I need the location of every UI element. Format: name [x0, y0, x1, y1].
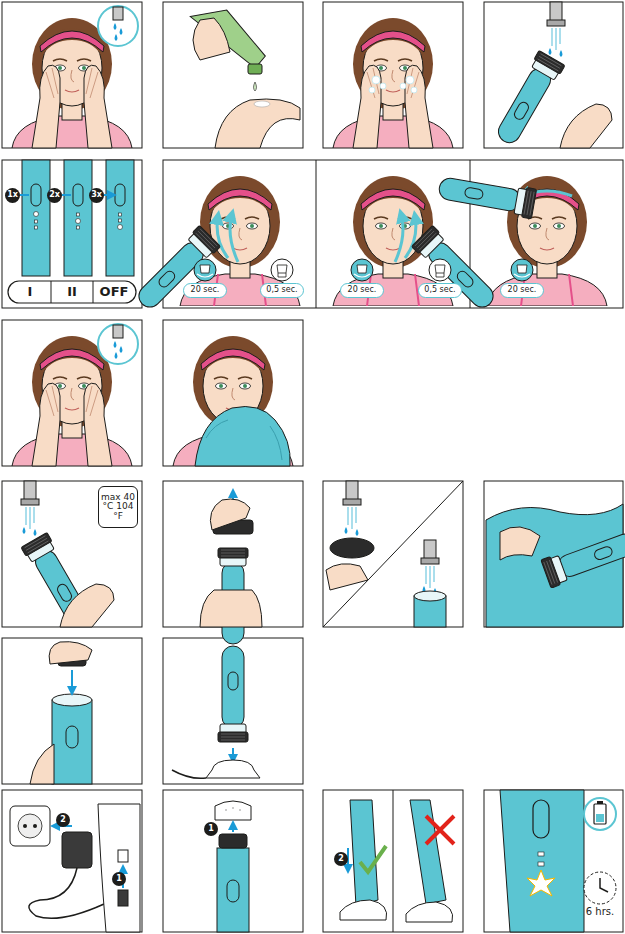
- temperature-box: max 40 °C 104 °F: [98, 486, 138, 528]
- node-text: 2: [60, 816, 66, 824]
- duration-label: 6 hrs.: [572, 906, 625, 917]
- callout-number: 2: [56, 813, 70, 827]
- callout-number: 1x: [5, 188, 20, 203]
- callout-number: 3x: [89, 188, 104, 203]
- node-text: max 40 °C 104 °F: [100, 493, 136, 521]
- time-pill: 0,5 sec.: [418, 283, 462, 298]
- time-pill: 20 sec.: [500, 283, 544, 298]
- callout-number: 1: [204, 822, 218, 836]
- node-text: 2: [338, 855, 344, 863]
- node-text: II: [67, 285, 77, 299]
- time-pill: 0,5 sec.: [260, 283, 304, 298]
- node-text: 0,5 sec.: [424, 286, 455, 294]
- callout-number: 2x: [47, 188, 62, 203]
- mode-cell: II: [52, 283, 92, 301]
- node-text: OFF: [100, 285, 129, 299]
- mode-cell: OFF: [94, 283, 134, 301]
- node-text: 0,5 sec.: [266, 286, 297, 294]
- time-pill: 20 sec.: [340, 283, 384, 298]
- time-pill: 20 sec.: [183, 283, 227, 298]
- node-text: 20 sec.: [508, 286, 537, 294]
- node-text: 2x: [49, 191, 60, 199]
- node-text: 1x: [7, 191, 18, 199]
- node-text: I: [28, 285, 33, 299]
- node-text: 20 sec.: [191, 286, 220, 294]
- node-text: 1: [208, 825, 214, 833]
- node-text: 1: [116, 875, 122, 883]
- callout-number: 1: [112, 872, 126, 886]
- node-text: 3x: [91, 191, 102, 199]
- node-text: 20 sec.: [348, 286, 377, 294]
- callout-number: 2: [334, 852, 348, 866]
- mode-cell: I: [10, 283, 50, 301]
